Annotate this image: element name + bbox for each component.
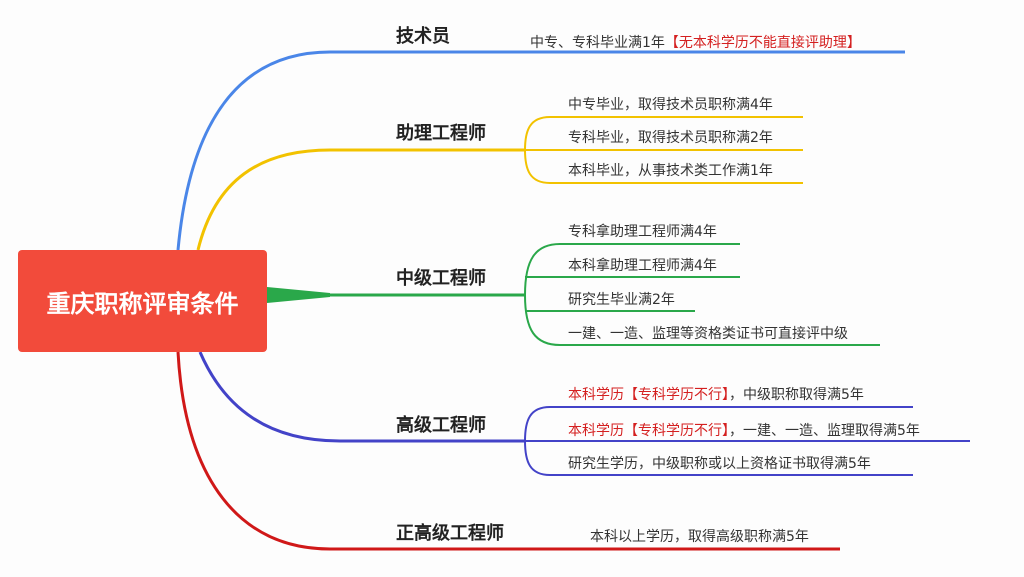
branch-label-mid: 中级工程师 [396,268,486,289]
bracket-mid [523,243,880,346]
branch-item: 研究生学历，中级职称或以上资格证书取得满5年 [568,456,871,472]
item-text: ，一建、一造、监理取得满5年 [729,423,920,439]
branch-label-tech: 技术员 [396,26,450,47]
bracket-senior [523,406,970,476]
branch-item: 本科以上学历，取得高级职称满5年 [590,529,809,545]
branch-senior [198,351,525,443]
item-highlight: 本科学历【专科学历不行】 [568,423,729,439]
bracket-assistant [523,116,803,184]
branch-item: 一建、一造、监理等资格类证书可直接评中级 [568,326,848,342]
branch-tech [176,50,905,251]
item-highlight: 本科学历【专科学历不行】 [568,387,729,403]
branch-label-full: 正高级工程师 [396,523,504,544]
branch-item: 本科学历【专科学历不行】，一建、一造、监理取得满5年 [568,420,920,440]
item-text: 中专、专科毕业满1年 [530,35,665,51]
branch-item: 本科拿助理工程师满4年 [568,258,717,274]
branch-full [176,351,840,551]
item-text: ，中级职称取得满5年 [729,387,864,403]
branch-mid-root [267,287,330,303]
branch-item: 中专、专科毕业满1年【无本科学历不能直接评助理】 [530,32,861,52]
branch-item: 中专毕业，取得技术员职称满4年 [568,97,773,113]
item-highlight: 【无本科学历不能直接评助理】 [664,35,861,51]
branch-assistant [196,148,525,251]
branch-label-assistant: 助理工程师 [396,123,486,144]
branch-item: 专科拿助理工程师满4年 [568,224,717,240]
center-topic: 重庆职称评审条件 [18,250,267,352]
branch-label-senior: 高级工程师 [396,415,486,436]
branch-item: 专科毕业，取得技术员职称满2年 [568,130,773,146]
branch-item: 本科毕业，从事技术类工作满1年 [568,163,773,179]
branch-item: 研究生毕业满2年 [568,292,675,308]
branch-item: 本科学历【专科学历不行】，中级职称取得满5年 [568,384,864,404]
